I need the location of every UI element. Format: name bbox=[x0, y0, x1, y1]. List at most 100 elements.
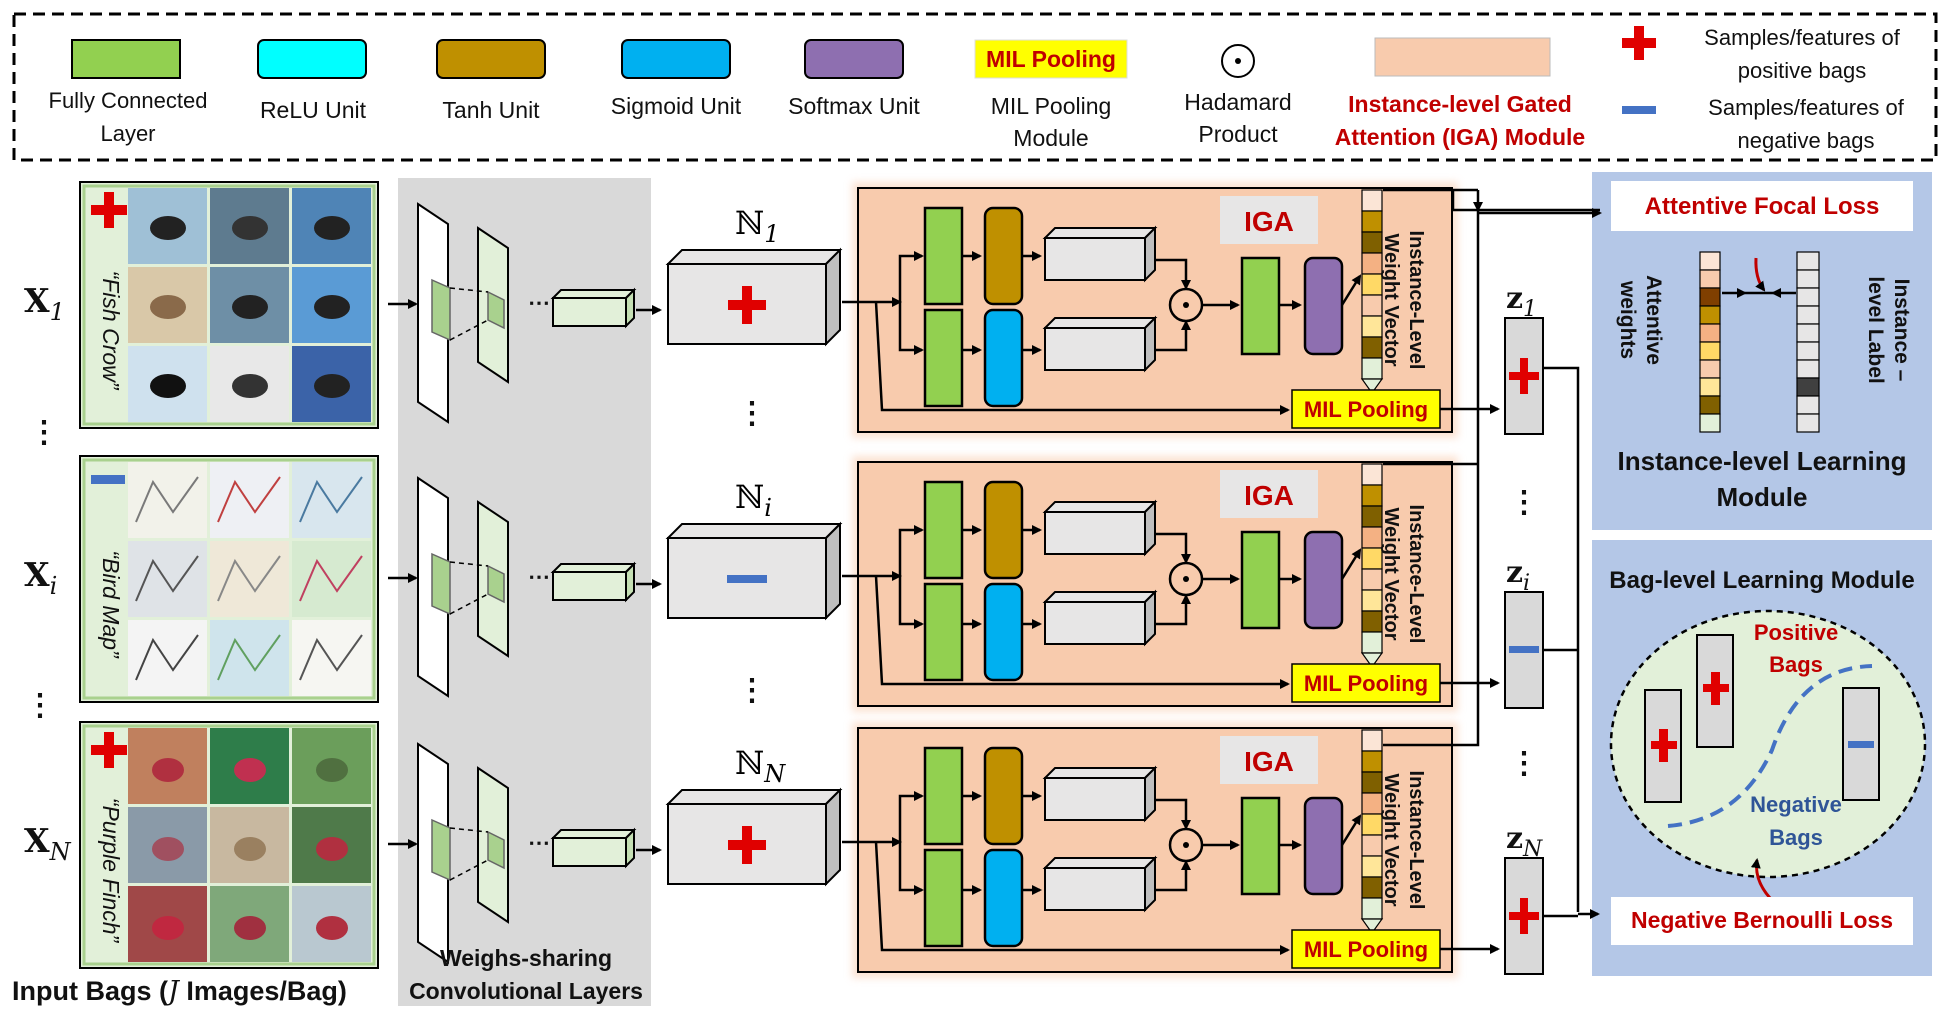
minus-icon bbox=[91, 475, 125, 484]
bag-variable: X1 bbox=[24, 281, 65, 326]
weight-cell bbox=[1361, 589, 1383, 612]
bag-image bbox=[210, 620, 289, 696]
input-bags-caption: Input Bags (J Images/Bag) bbox=[12, 976, 347, 1007]
fc-layer bbox=[1240, 796, 1281, 896]
bag-variable: XN bbox=[24, 821, 72, 866]
iga-label: IGA bbox=[1244, 480, 1294, 511]
fc-layer bbox=[923, 848, 964, 948]
weight-cell bbox=[1361, 771, 1383, 794]
fc-layer bbox=[1240, 530, 1281, 630]
weight-cell bbox=[1361, 526, 1383, 549]
legend-relu-swatch bbox=[257, 39, 367, 79]
svg-text:⋮: ⋮ bbox=[737, 397, 767, 430]
iga-label: IGA bbox=[1244, 746, 1294, 777]
tanh-unit bbox=[983, 206, 1024, 306]
legend-mil-box-label: MIL Pooling bbox=[986, 46, 1116, 72]
svg-text:⋮: ⋮ bbox=[1509, 747, 1539, 780]
bag-class-label: “Purple Finch” bbox=[98, 798, 124, 944]
hadamard-icon bbox=[1221, 44, 1255, 78]
legend-relu-label: ReLU Unit bbox=[260, 97, 367, 123]
bag-image bbox=[128, 541, 207, 617]
svg-text:⋯: ⋯ bbox=[528, 830, 550, 855]
bag-image bbox=[128, 620, 207, 696]
weight-cell bbox=[1361, 897, 1383, 920]
weight-cell bbox=[1361, 610, 1383, 633]
feature-set-symbol: ℕ1 bbox=[735, 204, 780, 248]
fc-layer bbox=[923, 480, 964, 580]
plus-icon bbox=[1622, 26, 1656, 60]
mil-pooling-label: MIL Pooling bbox=[1304, 937, 1428, 962]
weight-cell bbox=[1361, 855, 1383, 878]
weight-cell bbox=[1361, 315, 1383, 338]
weight-vector-label: Instance-LevelWeight Vector bbox=[1380, 231, 1427, 370]
legend-tanh-swatch bbox=[436, 39, 546, 79]
instance-label-cell bbox=[1796, 251, 1820, 271]
sigmoid-unit bbox=[983, 308, 1024, 408]
weight-cell bbox=[1361, 631, 1383, 654]
instance-label-cell bbox=[1796, 323, 1820, 343]
fc-layer bbox=[923, 582, 964, 682]
bag-class-label: “Bird Map” bbox=[98, 550, 124, 659]
instance-label-cell bbox=[1796, 287, 1820, 307]
bag-class-label: “Fish Crow” bbox=[98, 271, 124, 391]
gated-vector bbox=[1044, 601, 1146, 645]
bag-image bbox=[292, 541, 371, 617]
mil-pooling-box bbox=[1291, 389, 1441, 429]
bag-image bbox=[292, 462, 371, 538]
feature-set-symbol: ℕN bbox=[735, 744, 786, 788]
weight-cell bbox=[1361, 294, 1383, 317]
attentive-weight-cell bbox=[1699, 359, 1721, 379]
bag-image bbox=[210, 462, 289, 538]
fc-layer bbox=[923, 746, 964, 846]
iga-label-box bbox=[1220, 196, 1318, 244]
weight-cell bbox=[1361, 813, 1383, 836]
weight-cell bbox=[1361, 252, 1383, 275]
bag-image bbox=[210, 541, 289, 617]
weight-cell bbox=[1361, 336, 1383, 359]
legend-sigmoid-swatch bbox=[621, 39, 731, 79]
iga-label-box bbox=[1220, 470, 1318, 518]
weight-cell bbox=[1361, 876, 1383, 899]
iga-label-box bbox=[1220, 736, 1318, 784]
weight-vector-label: Instance-LevelWeight Vector bbox=[1380, 505, 1427, 644]
weight-cell bbox=[1361, 750, 1383, 773]
bag-embedding-symbol: zN bbox=[1506, 821, 1543, 862]
legend-softmax-label: Softmax Unit bbox=[788, 93, 920, 119]
svg-text:⋯: ⋯ bbox=[528, 564, 550, 589]
legend-sigmoid-label: Sigmoid Unit bbox=[611, 93, 742, 119]
attentive-weight-cell bbox=[1699, 287, 1721, 307]
mil-pooling-label: MIL Pooling bbox=[1304, 671, 1428, 696]
attentive-weights-vector bbox=[1699, 251, 1721, 433]
svg-text:⋯: ⋯ bbox=[528, 290, 550, 315]
softmax-unit bbox=[1303, 256, 1344, 356]
bag-variable: Xi bbox=[24, 555, 57, 600]
gated-vector bbox=[1044, 777, 1146, 821]
fc-layer bbox=[923, 206, 964, 306]
feature-set-symbol: ℕi bbox=[735, 478, 772, 522]
legend-softmax-swatch bbox=[804, 39, 904, 79]
attentive-weights-label: Attentiveweights bbox=[1616, 275, 1665, 365]
attentive-focal-loss: Attentive Focal Loss bbox=[1645, 193, 1880, 220]
bag-module-title: Bag-level Learning Module bbox=[1609, 567, 1914, 594]
gated-vector bbox=[1044, 511, 1146, 555]
weight-cell bbox=[1361, 834, 1383, 857]
negative-bernoulli-loss: Negative Bernoulli Loss bbox=[1631, 907, 1893, 933]
sigmoid-unit bbox=[983, 582, 1024, 682]
weight-cell bbox=[1361, 189, 1383, 212]
softmax-unit bbox=[1303, 796, 1344, 896]
weight-cell bbox=[1361, 231, 1383, 254]
svg-text:⋮: ⋮ bbox=[29, 416, 59, 449]
bag-row-2: Xi “Bird Map” ⋯ ℕi IGA Instance-LevelWeight V… bbox=[24, 455, 1544, 712]
fc-layer bbox=[1240, 256, 1281, 356]
legend-mil-swatch bbox=[974, 39, 1128, 79]
fc-layer bbox=[923, 308, 964, 408]
minus-icon bbox=[1622, 106, 1656, 114]
weight-cell bbox=[1361, 463, 1383, 486]
